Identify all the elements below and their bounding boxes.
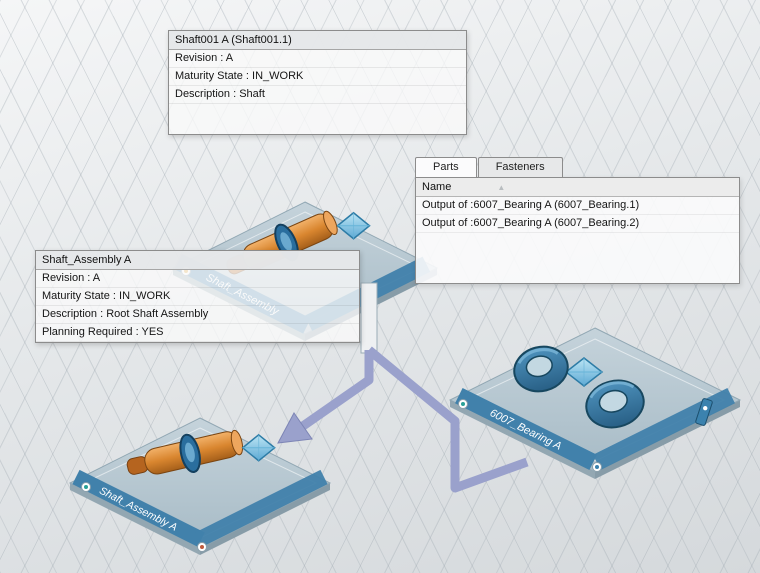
tooltip-row-planning: Planning Required : YES: [36, 324, 359, 342]
corner-tag: [695, 398, 713, 426]
table-row[interactable]: Output of :6007_Bearing A (6007_Bearing.…: [416, 215, 739, 233]
connector-to-assembly-tile[interactable]: [300, 350, 374, 430]
bearing-parts[interactable]: [509, 341, 648, 433]
tooltip-row-maturity: Maturity State : IN_WORK: [169, 68, 466, 86]
connector-to-bearing-tile[interactable]: [366, 346, 529, 493]
panel-tabs: Parts Fasteners: [415, 157, 740, 177]
bearing-torus-2[interactable]: [581, 375, 648, 434]
parts-panel: Parts Fasteners Name ▲ Output of :6007_B…: [415, 157, 740, 284]
tab-parts[interactable]: Parts: [415, 157, 477, 177]
shaft-end: [323, 210, 338, 236]
sort-ascending-icon[interactable]: ▲: [497, 182, 506, 192]
gem-icon: [336, 211, 371, 240]
table-empty-area: [416, 233, 739, 283]
tooltip-row-description: Description : Shaft: [169, 86, 466, 104]
column-label: Name: [422, 181, 452, 193]
column-header-name[interactable]: Name ▲: [416, 178, 739, 197]
tile-inset-line: [464, 338, 726, 462]
shaft-part-bottom[interactable]: [124, 415, 281, 493]
flow-connectors[interactable]: [277, 282, 529, 493]
bearing-torus-1[interactable]: [509, 341, 572, 397]
parts-table: Name ▲ Output of :6007_Bearing A (6007_B…: [415, 177, 740, 284]
tile-edge-strip: [195, 469, 328, 547]
tile-label-strip: [455, 388, 597, 470]
bearing-ring-highlight: [185, 442, 195, 463]
table-row[interactable]: Output of :6007_Bearing A (6007_Bearing.…: [416, 197, 739, 215]
tooltip-row-revision: Revision : A: [36, 270, 359, 288]
shaft-end: [230, 429, 244, 456]
flow-arrowhead: [277, 412, 313, 444]
tile-side: [70, 483, 200, 555]
tile-side: [200, 483, 330, 555]
tab-fasteners[interactable]: Fasteners: [477, 157, 563, 177]
gem-icon: [564, 357, 604, 387]
tile-label-strip: [72, 469, 205, 547]
tooltip-row-maturity: Maturity State : IN_WORK: [36, 288, 359, 306]
gem-icon: [241, 433, 276, 462]
tooltip-shaft001: Shaft001 A (Shaft001.1) Revision : A Mat…: [168, 30, 467, 135]
tooltip-shaft-assembly: Shaft_Assembly A Revision : A Maturity S…: [35, 250, 360, 343]
tooltip-row-revision: Revision : A: [169, 50, 466, 68]
tooltip-title: Shaft_Assembly A: [36, 251, 359, 270]
bearing-ring-highlight: [280, 232, 292, 251]
tile-side: [450, 400, 595, 479]
tooltip-row-description: Description : Root Shaft Assembly: [36, 306, 359, 324]
vertical-riser: [360, 282, 378, 354]
tooltip-title: Shaft001 A (Shaft001.1): [169, 31, 466, 50]
